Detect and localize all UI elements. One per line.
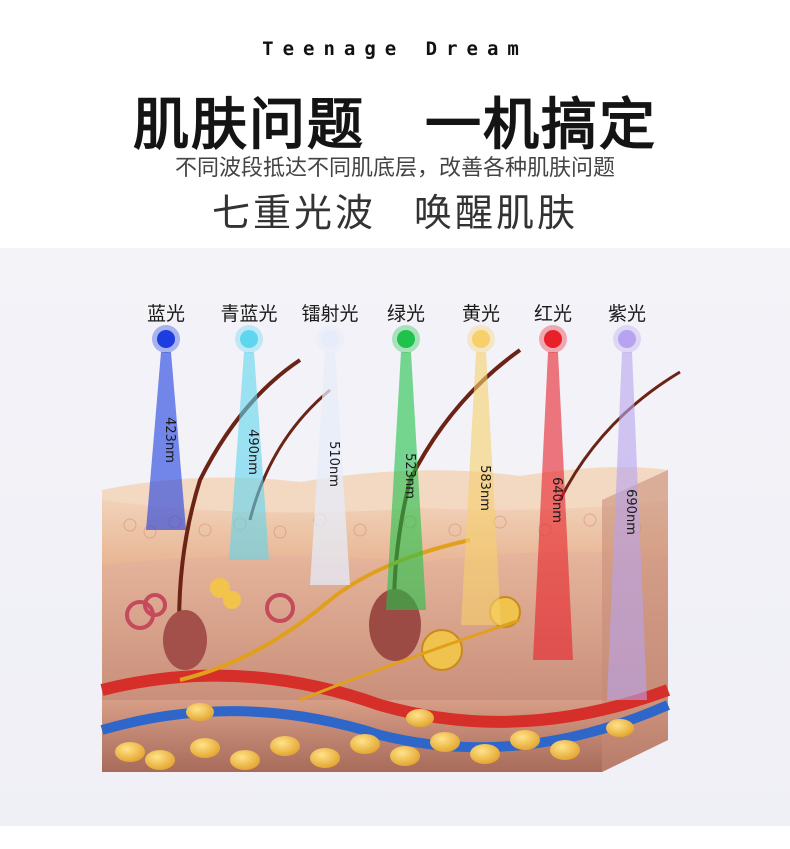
light-beam-laser [310,352,350,585]
tagline: Teenage Dream [262,38,528,60]
light-beam-cyan-blue [229,352,269,560]
light-dot-yellow [472,330,490,348]
light-dot-blue [157,330,175,348]
light-label-purple: 紫光 [607,303,646,325]
light-sources [152,325,641,353]
fat-cells [115,703,634,770]
light-label-cyan-blue: 青蓝光 [220,303,278,325]
slogan-right: 唤醒肌肤 [414,191,579,235]
wavelength-label-red: 640nm [549,477,564,523]
light-beam-yellow [461,352,501,625]
light-label-laser: 镭射光 [301,303,359,325]
wavelength-label-yellow: 583nm [477,465,492,511]
light-label-green: 绿光 [386,303,425,325]
subline: 不同波段抵达不同肌底层，改善各种肌肤问题 [174,156,615,181]
light-beams [146,352,647,700]
light-label-blue: 蓝光 [146,303,185,325]
light-label-yellow: 黄光 [461,303,500,325]
wavelength-label-green: 523nm [402,453,417,499]
light-dot-red [544,330,562,348]
headline: 肌肤问题一机搞定 [0,80,790,161]
light-label-red: 红光 [533,303,572,325]
headline-right: 一机搞定 [425,93,657,158]
light-beam-blue [146,352,186,530]
light-dot-laser [321,330,339,348]
light-dot-purple [618,330,636,348]
headline-left: 肌肤问题 [133,93,365,158]
header-banner: Teenage Dream 肌肤问题一机搞定 不同波段抵达不同肌底层，改善各种肌… [0,0,790,248]
light-beam-purple [607,352,647,700]
wavelength-label-blue: 423nm [162,417,177,463]
wavelength-label-laser: 510nm [326,441,341,487]
light-dot-cyan-blue [240,330,258,348]
light-beam-green [386,352,426,610]
slogan: 七重光波唤醒肌肤 [0,182,790,237]
bottom-strip [0,826,790,849]
wavelength-labels: 423nm 490nm 510nm 523nm 583nm 640nm 690nm [162,417,638,535]
light-beam-red [533,352,573,660]
wavelength-label-purple: 690nm [623,489,638,535]
wavelength-label-cyan-blue: 490nm [245,429,260,475]
slogan-left: 七重光波 [211,191,376,235]
light-dot-green [397,330,415,348]
